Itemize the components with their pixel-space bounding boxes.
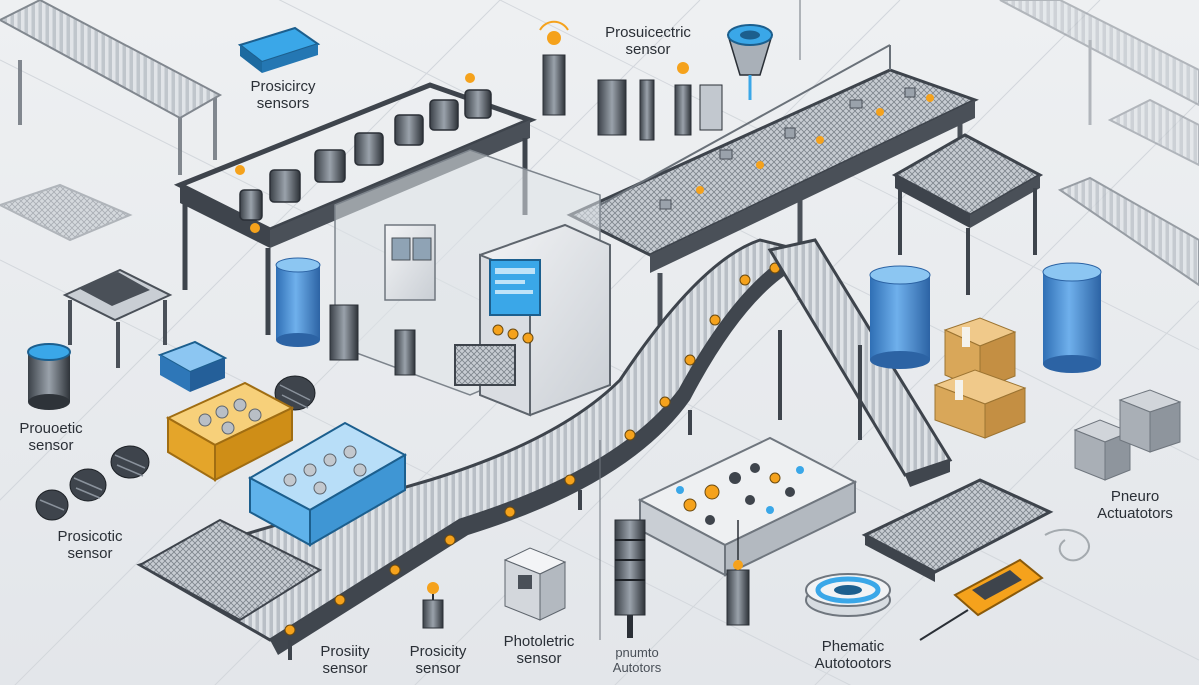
barrel-left xyxy=(275,257,321,347)
cardboard-boxes xyxy=(933,317,1027,439)
control-console xyxy=(637,436,858,577)
label-prosiity-sensor: Prosiity sensor xyxy=(320,643,370,677)
blue-bin xyxy=(247,421,408,547)
inductive-pad-sensor xyxy=(805,573,891,617)
background-conveyor-top-right xyxy=(999,0,1199,167)
orange-bin xyxy=(165,381,295,482)
overhead-sensor-cluster xyxy=(539,20,774,141)
grey-blocks xyxy=(1073,389,1182,481)
threaded-sensor-bottom xyxy=(726,520,750,626)
background-conveyor-left xyxy=(0,183,133,242)
annotation-poles xyxy=(599,0,801,640)
proximity-sensor-box-top xyxy=(237,26,321,73)
photoelectric-sensor-box xyxy=(503,547,567,621)
label-prouoetic-sensor: Prouoetic sensor xyxy=(19,420,83,454)
wire-bundle xyxy=(1044,528,1090,562)
mesh-workbench xyxy=(891,133,1044,295)
proximity-sensor-led-bottom xyxy=(422,582,444,629)
label-pnumto-autotors: pnumto Autotors xyxy=(612,645,662,675)
label-photoletric-sensor: Photoletric sensor xyxy=(503,633,575,667)
label-prosicircy-sensors: Prosicircy sensors xyxy=(250,78,316,112)
status-led xyxy=(547,31,561,45)
barrel-right xyxy=(1042,262,1102,373)
handheld-meter xyxy=(919,558,1044,641)
background-conveyor-top-left xyxy=(0,0,223,175)
small-sensor-box xyxy=(157,340,228,392)
prouoetic-sensor-device xyxy=(27,343,71,410)
barrel-center-right xyxy=(869,265,931,369)
control-cabinet xyxy=(454,223,611,417)
side-table xyxy=(62,268,173,368)
label-prosicity-sensor: Prosicity sensor xyxy=(409,643,467,677)
label-prosuicectric-sensor: Prosuicectric sensor xyxy=(605,24,691,58)
label-prosicotic-sensor: Prosicotic sensor xyxy=(57,528,123,562)
ramp-conveyor xyxy=(767,238,953,487)
background-conveyor-right xyxy=(1057,176,1199,287)
label-pneuro-actuatotors: Pneuro Actuatotors xyxy=(1097,488,1173,522)
spring-coils xyxy=(35,375,316,521)
pneumatic-cylinder-bottom xyxy=(614,519,646,638)
mesh-tray xyxy=(861,478,1054,582)
foreground-conveyor xyxy=(137,518,323,622)
label-phematic-autotootors: Phematic Autotootors xyxy=(814,638,892,672)
